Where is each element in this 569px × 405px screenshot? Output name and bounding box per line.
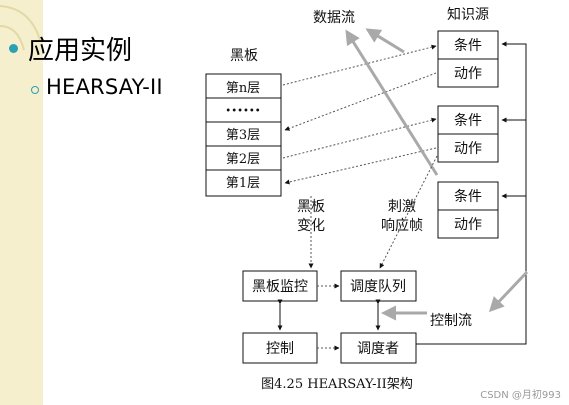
ks1-action: 动作 — [454, 66, 482, 82]
bullet-application-example: 应用实例 — [28, 36, 133, 66]
bullet-dot — [9, 44, 18, 53]
knowledge-source-title: 知识源 — [447, 6, 489, 23]
left-decor-stripe — [0, 0, 43, 405]
layer-2: 第2层 — [226, 152, 260, 167]
layer-3: 第3层 — [226, 128, 260, 143]
dotted-data-flows — [282, 44, 437, 185]
figure-caption: 图4.25 HEARSAY-II架构 — [261, 377, 413, 392]
gray-control-flow-arrows — [381, 270, 529, 321]
control-feedback-path — [416, 41, 527, 345]
ks3-action: 动作 — [454, 217, 482, 233]
bb-change-label-1: 黑板 — [297, 199, 325, 215]
knowledge-source-1 — [437, 30, 499, 88]
control-label: 控制 — [266, 341, 294, 357]
ks2-condition: 条件 — [454, 112, 482, 129]
vertical-dotted-flows — [308, 155, 438, 269]
queue-box — [340, 270, 417, 302]
layer-ellipsis: •••••• — [225, 106, 260, 117]
bullet-hearsay: HEARSAY-II — [46, 75, 163, 99]
blackboard-stack — [205, 73, 282, 197]
knowledge-source-2 — [437, 105, 499, 163]
blackboard-title: 黑板 — [230, 48, 258, 64]
bidirectional-arrows — [277, 299, 381, 331]
knowledge-source-3 — [437, 181, 499, 239]
gray-datastream-arrows — [345, 28, 439, 176]
scheduler-label: 调度者 — [357, 341, 399, 357]
layer-n: 第n层 — [226, 81, 260, 96]
lower-dotted-flows — [317, 283, 340, 351]
ks3-condition: 条件 — [454, 188, 482, 205]
sub-bullet-dot — [31, 86, 39, 94]
ks1-condition: 条件 — [454, 37, 482, 54]
scheduler-box — [340, 332, 417, 364]
corner-decor — [0, 5, 41, 51]
queue-label: 调度队列 — [350, 279, 406, 295]
ks2-action: 动作 — [454, 141, 482, 157]
monitor-label: 黑板监控 — [252, 279, 308, 295]
datastream-label: 数据流 — [313, 10, 355, 26]
layer-1: 第1层 — [226, 176, 260, 191]
control-flow-label: 控制流 — [430, 313, 472, 329]
csdn-watermark: CSDN @月初993 — [480, 390, 561, 401]
monitor-box — [242, 270, 318, 302]
